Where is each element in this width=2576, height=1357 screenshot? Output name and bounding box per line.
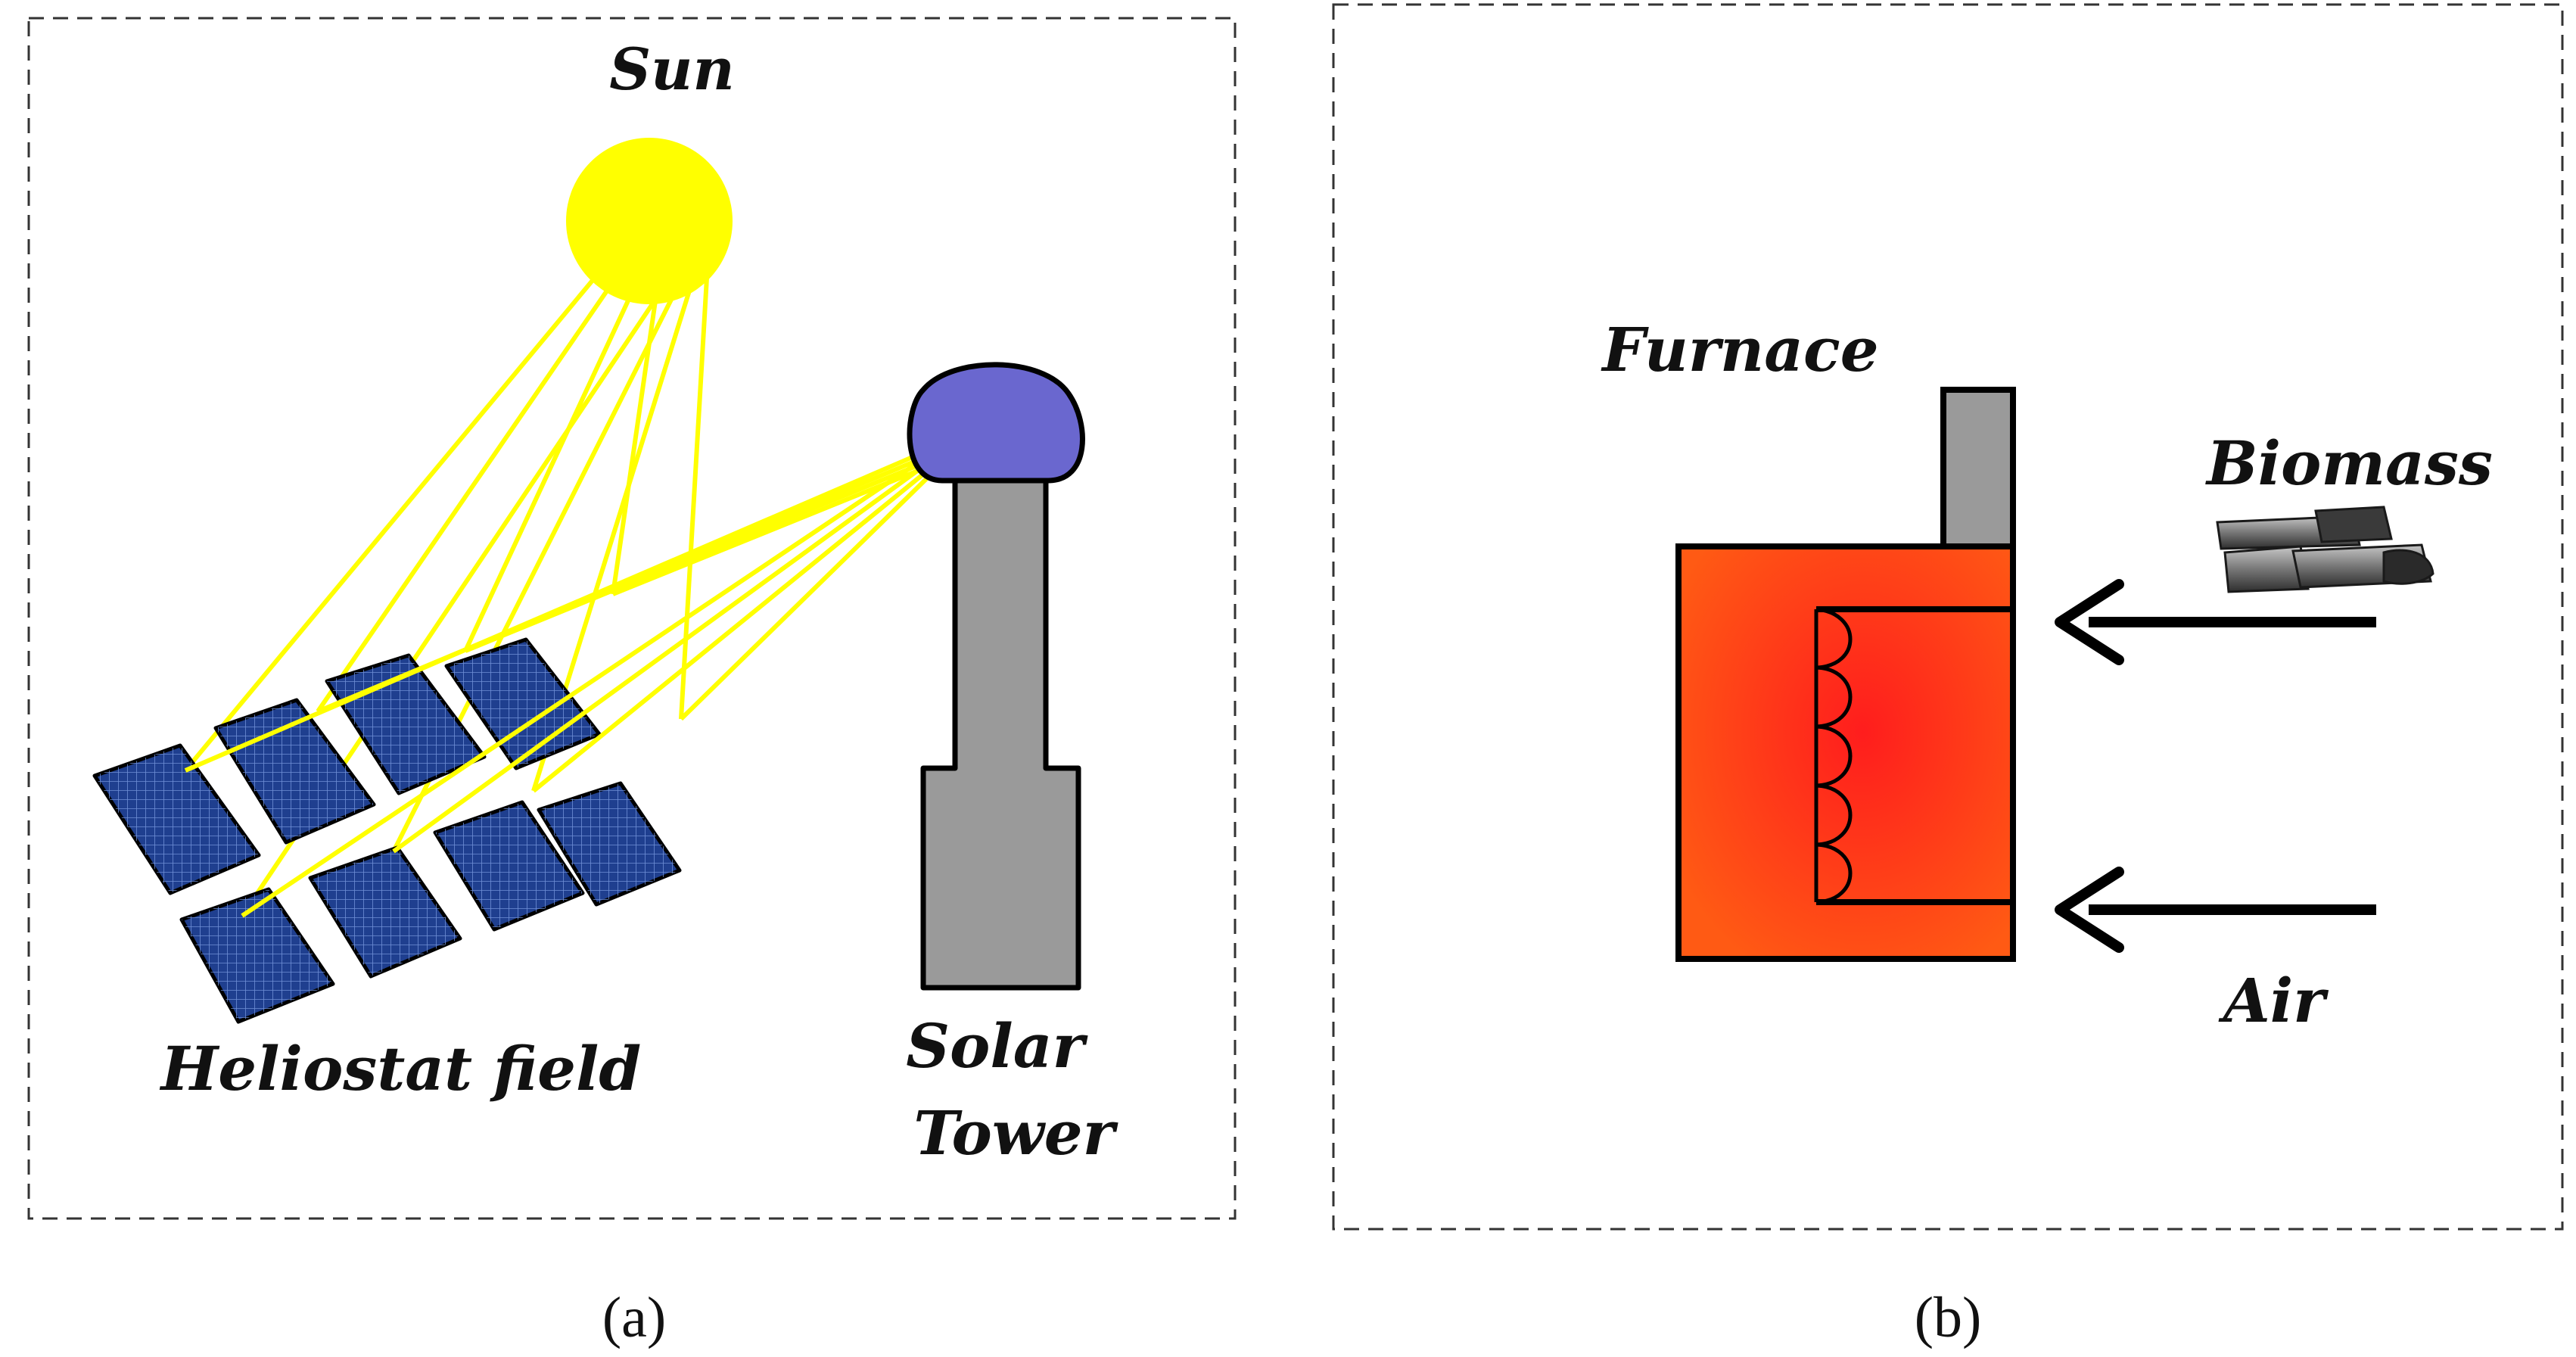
sun-icon bbox=[566, 138, 733, 304]
solar-tower-icon bbox=[907, 362, 1085, 991]
heliostat-panel-icon bbox=[213, 698, 376, 845]
left-arrow-icon bbox=[2055, 579, 2376, 665]
panel-b-frame bbox=[1332, 3, 2564, 1231]
heliostat-panel-icon bbox=[179, 887, 335, 1024]
heliostat-panel-icon bbox=[444, 637, 602, 770]
caption-a: (a) bbox=[602, 1286, 666, 1349]
heliostat-field bbox=[92, 637, 682, 1024]
furnace-icon bbox=[1675, 543, 2016, 962]
caption-b: (b) bbox=[1915, 1286, 1982, 1349]
panel-b: Furnace Biomass Air bbox=[1332, 3, 2564, 1231]
air-label: Air bbox=[2218, 965, 2329, 1036]
reflected-rays bbox=[184, 452, 935, 918]
heliostat-panel-icon bbox=[537, 781, 682, 907]
heliostat-panel-icon bbox=[433, 800, 585, 932]
panel-a-frame bbox=[27, 17, 1237, 1220]
furnace-chimney bbox=[1940, 387, 2016, 552]
biomass-logs-icon bbox=[2216, 506, 2434, 593]
furnace-label: Furnace bbox=[1601, 314, 1878, 385]
tower-receiver bbox=[907, 362, 1085, 484]
heliostat-panel-icon bbox=[92, 743, 261, 895]
tower-body bbox=[920, 474, 1081, 991]
biomass-label: Biomass bbox=[2205, 428, 2493, 499]
panel-a: Sun Heliostat field Solar Tower bbox=[27, 17, 1237, 1220]
furnace-coil bbox=[1814, 607, 1853, 904]
left-arrow-icon bbox=[2055, 867, 2376, 953]
solar-tower-label-line1: Solar bbox=[906, 1010, 1087, 1082]
heliostat-panel-icon bbox=[308, 845, 462, 979]
heliostat-field-label: Heliostat field bbox=[160, 1033, 642, 1104]
sun-label: Sun bbox=[609, 36, 734, 103]
solar-tower-label-line2: Tower bbox=[913, 1097, 1118, 1169]
